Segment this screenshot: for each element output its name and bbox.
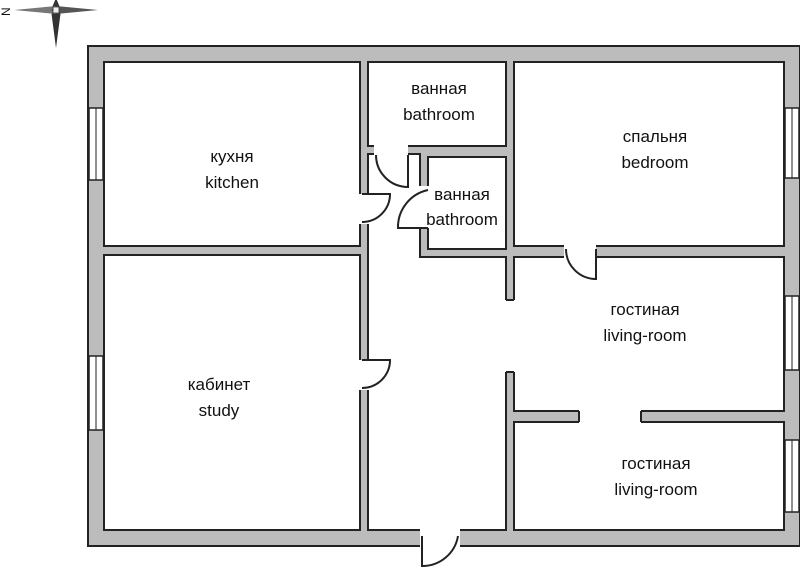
window-living-room-2 [784,439,800,513]
window-study [88,355,104,431]
window-kitchen [88,107,104,181]
bathroom-large-door [375,154,409,189]
living-room-2-label-en: living-room [614,480,697,499]
study-label-en: study [199,401,240,420]
living-room-opening [579,410,641,424]
compass-north-label: N [0,7,13,16]
window-living-room-1 [784,295,800,371]
bedroom-door [565,248,597,281]
living-room-2 [513,421,785,531]
living-room-1 [513,256,785,412]
bathroom-small-label-ru: ванная [434,185,490,204]
bedroom-room [513,61,785,247]
bathroom-large-room [367,61,507,147]
compass-rose-icon [14,0,98,48]
hallway [367,153,507,531]
kitchen-room [103,61,361,247]
living-room-2-label-ru: гостиная [621,454,690,473]
study-door [361,359,392,389]
bathroom-small-door [396,189,429,229]
bathroom-small-room [427,156,507,250]
bathroom-large-label-ru: ванная [411,79,467,98]
kitchen-label-en: kitchen [205,173,259,192]
bedroom-label-ru: спальня [623,127,688,146]
kitchen-door [361,193,392,223]
hallway-opening [504,300,518,372]
window-bedroom [784,107,800,179]
living-room-1-label-en: living-room [603,326,686,345]
bathroom-large-label-en: bathroom [403,105,475,124]
kitchen-label-ru: кухня [210,147,253,166]
bathroom-small-label-en: bathroom [426,210,498,229]
entrance-door [421,535,459,568]
study-room [103,254,361,531]
bedroom-label-en: bedroom [621,153,688,172]
study-label-ru: кабинет [188,375,251,394]
living-room-1-label-ru: гостиная [610,300,679,319]
